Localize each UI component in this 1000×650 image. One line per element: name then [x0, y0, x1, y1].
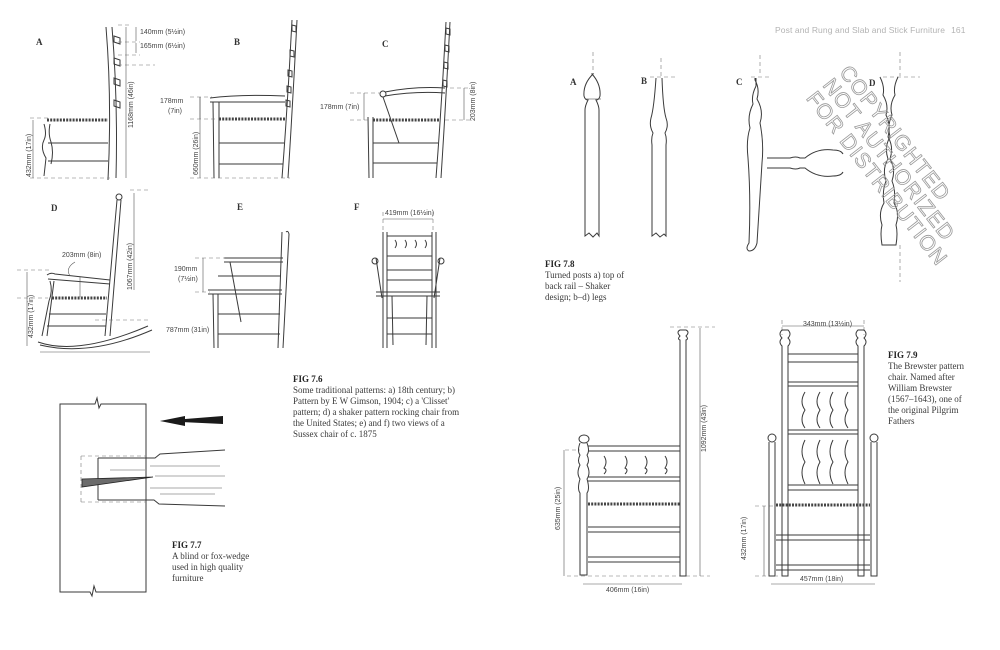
panel-label-e: E — [237, 202, 244, 212]
brewster-front-drawing — [755, 320, 879, 585]
fig-7-9-caption: FIG 7.9 The Brewster pattern chair. Name… — [888, 350, 973, 427]
dim-brewster-top-width: 343mm (13½in) — [803, 321, 853, 328]
dim-a-rail-spacing-1: 140mm (5½in) — [140, 29, 186, 36]
dim-brewster-seat-height: 432mm (17in) — [741, 516, 748, 560]
dim-d-height: 1067mm (42in) — [127, 242, 134, 290]
dim-e-arm-height-in: (7½in) — [178, 276, 198, 283]
chair-f-drawing — [371, 212, 445, 348]
fig-7-8-number: FIG 7.8 — [545, 259, 575, 269]
chair-a-drawing — [30, 24, 155, 181]
post-label-b: B — [641, 76, 648, 86]
dim-c-arm-rise: 203mm (8in) — [470, 81, 477, 121]
dim-e-arm-height: 190mm — [174, 266, 198, 273]
fig-7-9-text: The Brewster pattern chair. Named after … — [888, 361, 964, 426]
chair-e-drawing — [195, 230, 290, 349]
dim-brewster-arm-height: 635mm (25in) — [555, 486, 562, 530]
panel-label-a: A — [36, 37, 43, 47]
chair-b-drawing — [190, 19, 298, 179]
dim-d-rocker-length: 787mm (31in) — [166, 327, 210, 334]
dim-d-arm-height: 203mm (8in) — [62, 252, 102, 259]
dim-a-height: 1168mm (46in) — [128, 81, 135, 128]
post-label-c: C — [736, 77, 743, 87]
dim-b-arm-height: 178mm — [160, 98, 184, 105]
turned-posts-drawing — [583, 52, 920, 282]
dim-brewster-front-width: 457mm (18in) — [800, 576, 844, 583]
running-head-title: Post and Rung and Slab and Stick Furnitu… — [775, 25, 946, 35]
dim-a-rail-spacing-2: 165mm (6½in) — [140, 43, 186, 50]
panel-label-b: B — [234, 37, 241, 47]
panel-label-d: D — [51, 203, 58, 213]
post-label-a: A — [570, 77, 577, 87]
page-number: 161 — [951, 25, 966, 35]
fox-wedge-drawing — [59, 396, 226, 598]
dim-d-seat-height: 432mm (17in) — [28, 294, 35, 338]
brewster-side-drawing — [563, 326, 715, 585]
post-label-d: D — [869, 78, 876, 88]
fig-7-6-caption: FIG 7.6 Some traditional patterns: a) 18… — [293, 374, 463, 440]
panel-label-f: F — [354, 202, 360, 212]
dim-f-width: 419mm (16½in) — [385, 210, 435, 217]
panel-label-c: C — [382, 39, 389, 49]
fig-7-8-caption: FIG 7.8 Turned posts a) top of back rail… — [545, 259, 630, 303]
fig-7-9-number: FIG 7.9 — [888, 350, 918, 360]
dim-a-seat-height: 432mm (17in) — [26, 133, 33, 177]
fig-7-6-text: Some traditional patterns: a) 18th centu… — [293, 385, 460, 439]
fig-7-8-text: Turned posts a) top of back rail – Shake… — [545, 270, 625, 302]
dim-c-arm-height: 178mm (7in) — [320, 104, 360, 111]
fig-7-7-text: A blind or fox-wedge used in high qualit… — [172, 551, 250, 583]
running-head: Post and Rung and Slab and Stick Furnitu… — [775, 25, 966, 35]
fig-7-7-number: FIG 7.7 — [172, 540, 202, 550]
dim-brewster-side-height: 1092mm (43in) — [701, 404, 708, 452]
dim-b-arm-height-in: (7in) — [168, 108, 183, 115]
dim-b-height: 660mm (26in) — [193, 131, 200, 175]
fig-7-7-caption: FIG 7.7 A blind or fox-wedge used in hig… — [172, 540, 252, 584]
chair-d-drawing — [17, 189, 153, 353]
dim-brewster-side-depth: 406mm (16in) — [606, 587, 650, 594]
fig-7-6-number: FIG 7.6 — [293, 374, 323, 384]
chair-c-drawing — [350, 21, 470, 179]
